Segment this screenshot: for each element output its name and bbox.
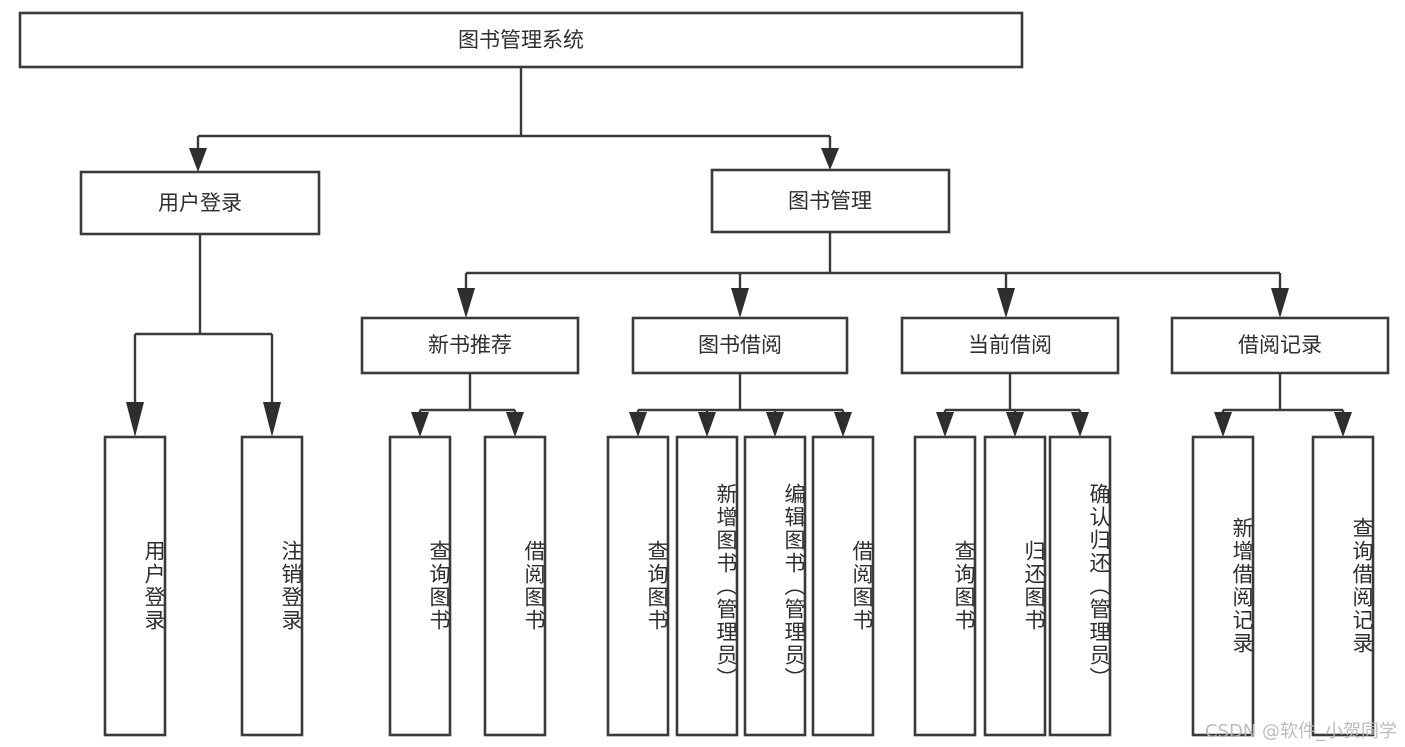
leaf-box-book-borrow-3[interactable] <box>743 435 807 737</box>
arrow-head-leaf-br-2 <box>1334 412 1352 437</box>
node-book-borrow[interactable]: 图书借阅 <box>631 316 849 375</box>
node-book-borrow-label: 图书借阅 <box>698 333 782 357</box>
node-new-book-recommend-label: 新书推荐 <box>428 333 512 357</box>
node-borrow-record[interactable]: 借阅记录 <box>1170 316 1390 375</box>
leaf-box-book-borrow-2[interactable] <box>675 435 739 737</box>
leaf-box-book-borrow-4[interactable] <box>811 435 875 737</box>
arrow-head-leaf-cb-1 <box>936 412 954 437</box>
connector-book-manage-bus <box>457 232 1289 318</box>
arrow-head-leaf-br-1 <box>1214 412 1232 437</box>
node-current-borrow-box[interactable] <box>900 316 1120 375</box>
arrow-head-leaf-bb-1 <box>629 412 647 437</box>
arrow-head-leaf-user-login-2 <box>263 402 281 437</box>
leaf-box-borrow-record-1[interactable] <box>1191 435 1255 737</box>
arrow-head-to-book-manage <box>821 148 839 170</box>
node-root[interactable]: 图书管理系统 <box>18 11 1024 69</box>
leaf-box-borrow-record-2[interactable] <box>1311 435 1375 737</box>
arrow-head-leaf-cb-3 <box>1071 412 1089 437</box>
node-book-borrow-box[interactable] <box>631 316 849 375</box>
node-current-borrow-label: 当前借阅 <box>968 333 1052 357</box>
node-new-book-recommend[interactable]: 新书推荐 <box>360 316 580 375</box>
node-root-label: 图书管理系统 <box>458 28 584 52</box>
leaf-box-current-borrow-2[interactable] <box>983 435 1047 737</box>
node-borrow-record-box[interactable] <box>1170 316 1390 375</box>
arrow-head-leaf-bb-2 <box>698 412 716 437</box>
connector-borrow-record-bus <box>1214 373 1352 437</box>
connector-user-login-bus <box>126 234 281 437</box>
arrow-head-leaf-cb-2 <box>1006 412 1024 437</box>
leaf-box-user-login-1[interactable] <box>103 435 167 737</box>
connector-root-bus <box>189 67 839 172</box>
arrow-head-leaf-bb-3 <box>766 412 784 437</box>
leaf-box-current-borrow-1[interactable] <box>913 435 977 737</box>
node-user-login[interactable]: 用户登录 <box>79 170 321 236</box>
watermark-text: CSDN @软件_小贺同学 <box>1204 721 1397 742</box>
node-current-borrow[interactable]: 当前借阅 <box>900 316 1120 375</box>
leaf-box-book-borrow-1[interactable] <box>606 435 670 737</box>
node-root-box[interactable] <box>18 11 1024 69</box>
node-book-manage[interactable]: 图书管理 <box>710 168 951 234</box>
arrow-head-to-current-borrow <box>997 288 1015 318</box>
leaf-box-new-book-1[interactable] <box>388 435 452 737</box>
node-new-book-recommend-box[interactable] <box>360 316 580 375</box>
arrow-head-leaf-bb-4 <box>834 412 852 437</box>
connector-new-book-bus <box>411 373 524 437</box>
arrow-head-to-book-borrow <box>731 288 749 318</box>
node-user-login-label: 用户登录 <box>158 191 242 215</box>
arrow-head-to-new-book <box>457 288 475 318</box>
arrow-head-leaf-user-login-1 <box>126 402 144 437</box>
arrow-head-to-user-login <box>189 148 207 172</box>
connector-book-borrow-bus <box>629 373 852 437</box>
arrow-head-leaf-nb-2 <box>506 412 524 437</box>
node-book-manage-box[interactable] <box>710 168 951 234</box>
node-borrow-record-label: 借阅记录 <box>1238 333 1322 357</box>
leaf-box-user-login-2[interactable] <box>240 435 304 737</box>
leaf-box-current-borrow-3[interactable] <box>1048 435 1112 737</box>
arrow-head-to-borrow-record <box>1271 288 1289 318</box>
node-book-manage-label: 图书管理 <box>788 189 872 213</box>
connector-current-borrow-bus <box>936 373 1089 437</box>
arrow-head-leaf-nb-1 <box>411 412 429 437</box>
leaf-box-new-book-2[interactable] <box>483 435 547 737</box>
